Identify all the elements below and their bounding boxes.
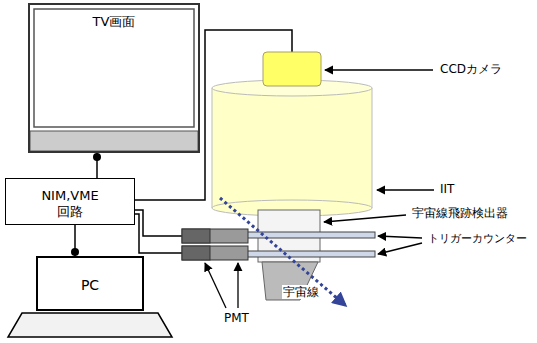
part-label: トリガーカウンター — [428, 232, 527, 245]
pc-screen: PC — [36, 256, 144, 311]
leader-arrow — [324, 215, 406, 222]
leader-arrow — [237, 263, 238, 308]
pmt-cable — [135, 210, 182, 236]
ccd-camera — [263, 52, 321, 86]
pmt-cable — [135, 214, 182, 253]
connector-line — [96, 153, 98, 178]
tv-screen — [34, 9, 194, 127]
leader-arrow — [378, 243, 422, 254]
nim-vme-box: NIM,VME 回路 — [5, 178, 135, 225]
node-text: PC — [81, 277, 99, 294]
ray-label: 宇宙線 — [282, 285, 320, 299]
leader-arrow — [377, 189, 434, 190]
pmt-end — [182, 246, 210, 260]
connector-line — [74, 225, 76, 256]
leader-arrow — [325, 69, 433, 70]
pmt — [182, 229, 248, 243]
part-label: CCDカメラ — [440, 62, 502, 76]
iit-edge — [372, 88, 373, 208]
leader-arrow — [378, 236, 422, 238]
iit-edge — [212, 88, 213, 208]
leader-arrow — [205, 263, 226, 308]
pmt-end — [182, 229, 210, 243]
tv-monitor: TV画面 — [28, 3, 200, 153]
cosmic-ray-track — [220, 198, 345, 305]
pmt — [182, 246, 248, 260]
part-label: 宇宙線飛跡検出器 — [412, 206, 508, 220]
laptop-keyboard — [8, 313, 172, 337]
iit-body — [212, 88, 372, 208]
part-label: IIT — [440, 182, 454, 196]
node-text: NIM,VME 回路 — [41, 188, 98, 219]
tv-base — [30, 131, 198, 151]
part-label: PMT — [224, 311, 249, 325]
node-text: TV画面 — [93, 14, 136, 30]
